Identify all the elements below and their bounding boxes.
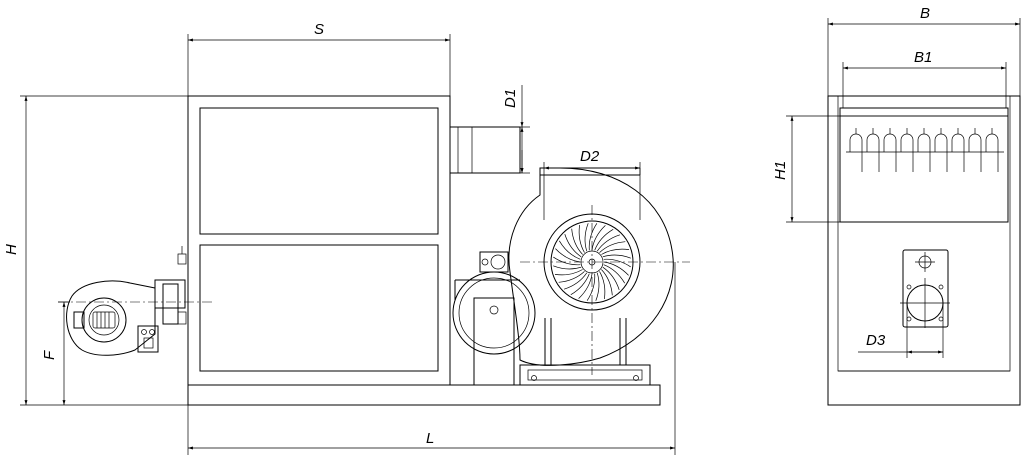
dim-label-l: L — [426, 430, 434, 447]
heat-exchanger-panel — [839, 107, 1009, 223]
dim-label-b: B — [920, 5, 930, 22]
fitting — [177, 253, 187, 265]
front-view: S L H F D1 D2 — [3, 21, 690, 455]
upper-panel — [199, 107, 439, 235]
lower-panel — [199, 244, 439, 372]
dim-label-h: H — [3, 244, 20, 255]
dim-label-b1: B1 — [914, 49, 932, 66]
dim-label-d3: D3 — [866, 332, 886, 349]
dim-label-s: S — [314, 21, 324, 38]
burner — [66, 279, 187, 356]
centrifugal-fan — [508, 167, 674, 386]
flue-outlet — [449, 126, 521, 174]
base-frame — [187, 384, 661, 406]
tube-bundle — [846, 128, 1004, 172]
dim-label-d2: D2 — [580, 148, 600, 165]
dim-label-h1: H1 — [772, 161, 789, 180]
side-view: B B1 H1 D3 — [772, 5, 1021, 406]
fan-motor — [452, 251, 536, 386]
dim-label-f: F — [41, 350, 58, 360]
burner-flange-plate — [900, 249, 950, 328]
dim-label-d1: D1 — [502, 89, 519, 108]
heater-body — [187, 95, 451, 386]
impeller-blades — [553, 223, 631, 301]
